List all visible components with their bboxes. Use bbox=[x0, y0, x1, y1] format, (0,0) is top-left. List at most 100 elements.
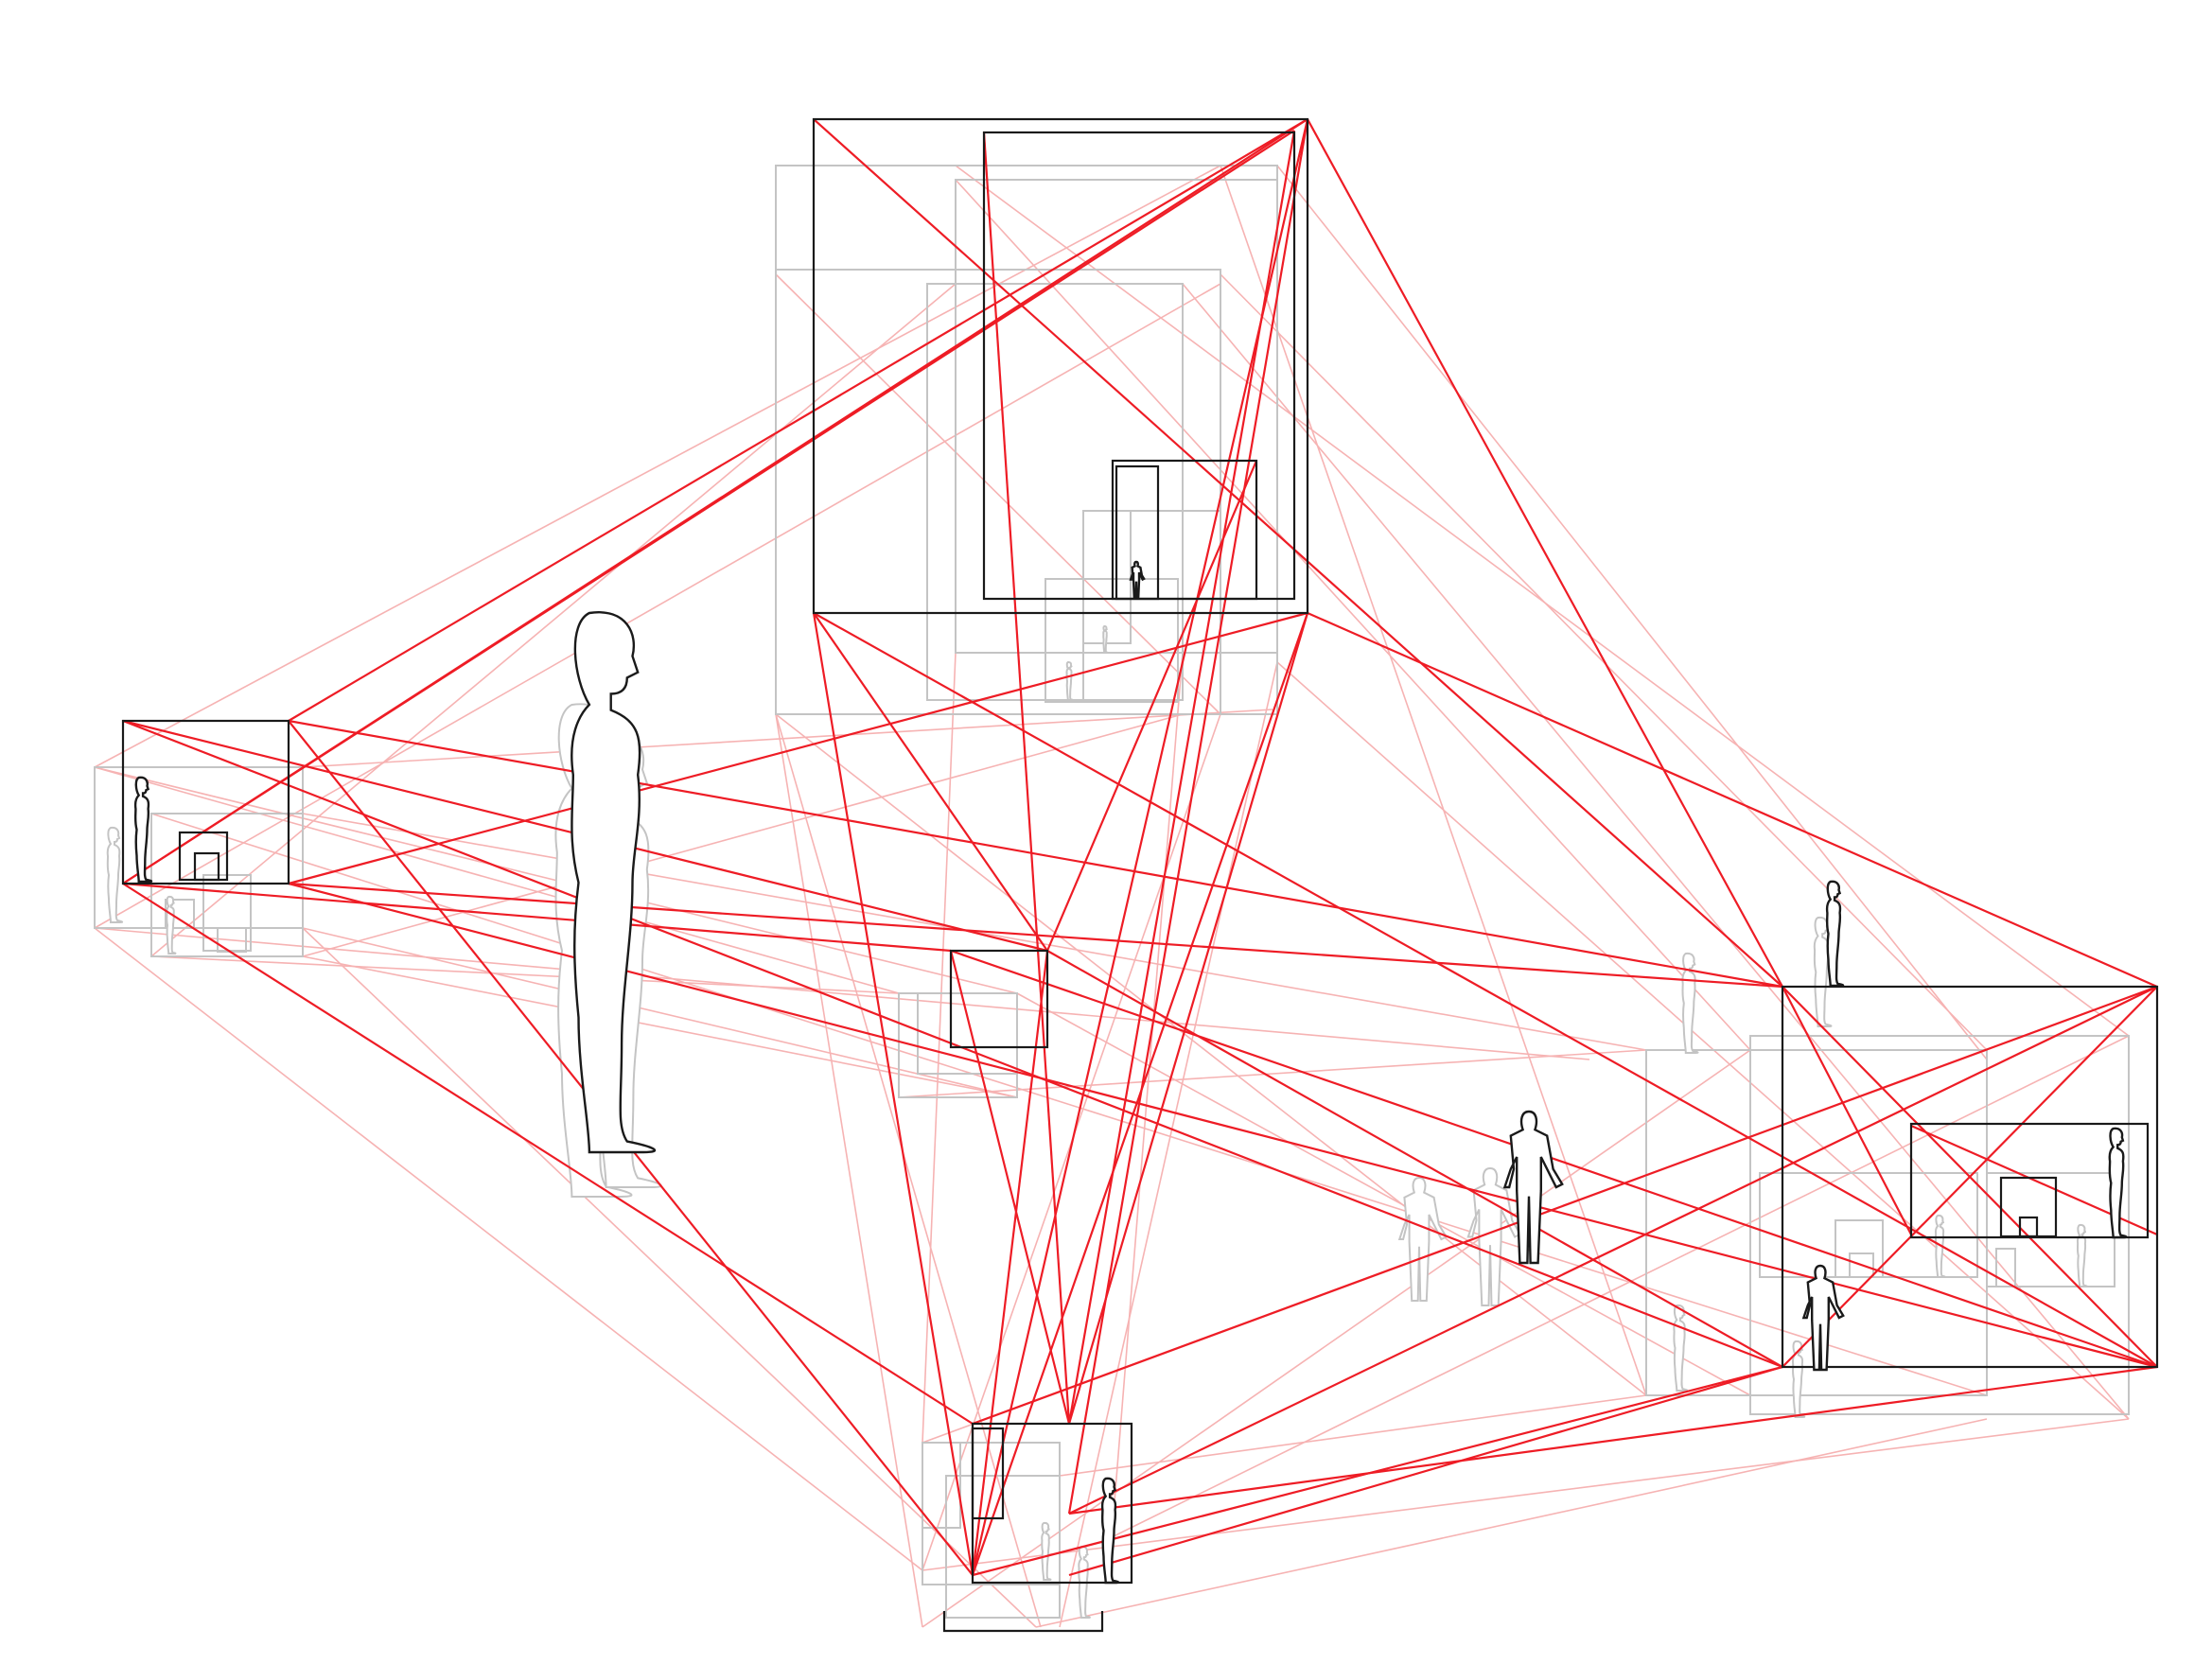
projection-ray bbox=[122, 719, 1783, 1369]
human-silhouette bbox=[133, 776, 153, 884]
ghost-frame bbox=[775, 269, 1221, 715]
projection-ray bbox=[288, 611, 1308, 885]
ghost-frame bbox=[922, 1442, 1061, 1585]
projection-ray bbox=[971, 118, 1309, 1576]
frame-top bbox=[812, 117, 1309, 615]
ghost-frame bbox=[1835, 1219, 1884, 1278]
projection-ray bbox=[122, 130, 1295, 885]
projection-ray bbox=[1067, 130, 1296, 1425]
ghost-ray bbox=[1111, 1035, 2130, 1538]
ghost-human-silhouette bbox=[1102, 624, 1109, 654]
ghost-frame bbox=[775, 165, 1278, 715]
projection-ray bbox=[949, 950, 1071, 1425]
ghost-ray bbox=[1035, 1418, 1988, 1628]
projection-ray bbox=[1068, 1365, 1783, 1577]
ghost-human-silhouette bbox=[1681, 952, 1699, 1054]
ghost-human-silhouette bbox=[2076, 1223, 2088, 1287]
human-silhouette bbox=[571, 611, 657, 1154]
ghost-ray bbox=[1182, 283, 2130, 1420]
projection-ray bbox=[1068, 986, 2158, 1515]
ghost-ray bbox=[94, 165, 1221, 768]
projection-ray bbox=[813, 612, 2158, 1368]
projection-ray bbox=[813, 118, 1783, 988]
ghost-ray bbox=[1059, 1394, 1647, 1477]
ghost-ray bbox=[1276, 165, 1988, 1060]
ghost-ray bbox=[302, 713, 1184, 957]
ghost-human-silhouette bbox=[106, 826, 124, 923]
ghost-ray bbox=[1059, 661, 1278, 1628]
ghost-human-silhouette bbox=[1065, 660, 1074, 701]
frame-left bbox=[121, 719, 290, 885]
ghost-ray bbox=[775, 713, 1042, 1628]
ghost-human-silhouette bbox=[1792, 1340, 1806, 1418]
ghost-ray bbox=[302, 927, 1037, 1628]
projection-ray bbox=[1307, 611, 2158, 989]
projection-ray bbox=[950, 949, 2158, 1369]
projection-ray bbox=[1068, 1365, 2158, 1515]
human-figures bbox=[133, 560, 2128, 1585]
ghost-frame bbox=[1045, 578, 1084, 703]
ghost-ray bbox=[94, 283, 1221, 929]
projection-ray bbox=[288, 118, 1308, 722]
projection-ray bbox=[813, 612, 1048, 952]
human-silhouette bbox=[1825, 880, 1845, 988]
ghost-ray bbox=[150, 955, 900, 994]
projection-ray bbox=[1067, 118, 1309, 1515]
projection-ray bbox=[972, 985, 2158, 1426]
frame-top-room bbox=[1111, 459, 1258, 601]
projection-ray bbox=[982, 131, 1071, 1425]
projection-ray bbox=[1046, 950, 1783, 1368]
ghost-human-silhouette bbox=[1466, 1166, 1522, 1306]
ghost-ray bbox=[775, 713, 1647, 1396]
frame-right-inner-small bbox=[2018, 1216, 2039, 1238]
ghost-frame bbox=[1995, 1248, 2016, 1287]
ghost-frame bbox=[1082, 510, 1132, 644]
ghost-frame bbox=[926, 283, 1184, 701]
frame-top-door bbox=[1115, 464, 1160, 601]
ghost-ray bbox=[922, 1418, 2130, 1571]
ghost-frame bbox=[1849, 1252, 1874, 1278]
ghost-ray bbox=[955, 165, 2130, 1037]
frame-bottom-door bbox=[971, 1427, 1005, 1520]
projection-ray bbox=[1782, 986, 1912, 1235]
human-silhouette bbox=[1100, 1477, 1120, 1585]
ghost-human-silhouette bbox=[1673, 1304, 1689, 1392]
ghost-ray bbox=[1111, 652, 1184, 1538]
projection-ray bbox=[1782, 986, 2158, 1368]
ghost-ray bbox=[302, 927, 1018, 1098]
projection-ray bbox=[971, 950, 1049, 1576]
floor-bracket bbox=[942, 1611, 1104, 1633]
ghost-ray bbox=[150, 283, 957, 957]
human-silhouette bbox=[1502, 1110, 1564, 1265]
ghost-human-silhouette bbox=[1397, 1176, 1448, 1302]
ghost-frame bbox=[1986, 1172, 2115, 1287]
projection-ray bbox=[1307, 118, 1783, 988]
ghost-ray bbox=[1220, 165, 1647, 1396]
projection-ray bbox=[288, 719, 1783, 989]
ghost-frame bbox=[917, 992, 1018, 1075]
frame-right bbox=[1781, 985, 2159, 1369]
ghost-ray bbox=[94, 766, 900, 994]
ghost-ray bbox=[1016, 992, 1751, 1396]
projection-ray bbox=[1067, 612, 1309, 1425]
primary-frames bbox=[121, 117, 2159, 1633]
ghost-human-silhouette bbox=[166, 895, 177, 955]
ghost-ray bbox=[955, 179, 1751, 1051]
frame-top-inner bbox=[982, 131, 1296, 601]
ghost-frame bbox=[1749, 1035, 2130, 1415]
frame-center bbox=[949, 949, 1049, 1049]
human-silhouette bbox=[2108, 1127, 2128, 1239]
ghost-ray bbox=[302, 709, 1273, 768]
projection-rays bbox=[122, 118, 2158, 1577]
projection-ray bbox=[122, 882, 952, 953]
ghost-ray bbox=[775, 713, 923, 1628]
ghost-human-silhouette bbox=[1041, 1521, 1052, 1581]
projection-ray bbox=[812, 612, 974, 1576]
human-silhouette bbox=[1129, 560, 1146, 599]
projection-ray bbox=[1045, 460, 1258, 952]
ghost-frame bbox=[165, 899, 195, 929]
ghost-frame bbox=[922, 1442, 961, 1529]
ghost-ray bbox=[94, 927, 923, 1571]
